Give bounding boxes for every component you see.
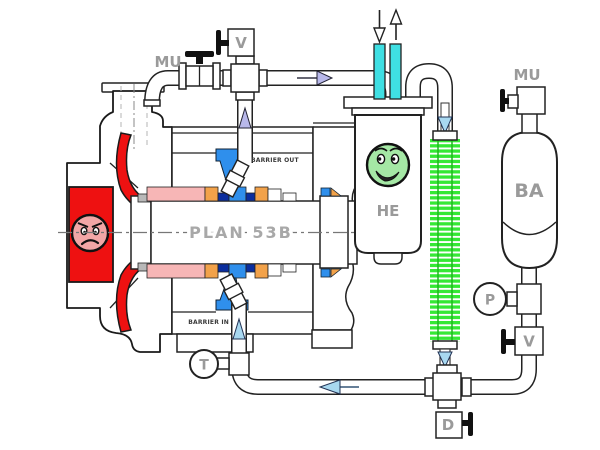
heat-exchanger-label: HE — [377, 202, 400, 220]
temperature-gauge: T — [189, 349, 219, 379]
he-top-flange — [343, 96, 433, 109]
heat-exchanger: HE — [343, 8, 453, 265]
fill-pipe-open-end — [143, 99, 161, 107]
bladder-accumulator: BA — [501, 130, 558, 270]
seal-cartridge — [137, 186, 297, 279]
flow-arrow-up-barrier-out-icon — [238, 106, 252, 129]
pump-assembly — [66, 82, 173, 353]
bladder-line — [502, 221, 557, 236]
plan-53b-label: PLAN 53B — [189, 223, 293, 242]
pump-casing — [66, 90, 173, 353]
bearing-foot — [311, 329, 353, 349]
pressure-gauge: P — [473, 282, 507, 316]
cooling-water-pipe-in — [373, 43, 386, 100]
barrier-in-label: BARRIER IN — [188, 319, 229, 326]
pressure-gauge-label: P — [485, 293, 495, 309]
drain-valve: D — [435, 411, 473, 439]
cooler-bottom-flange — [432, 340, 458, 350]
tubing-coupling — [224, 169, 246, 188]
valve-handle — [216, 30, 221, 55]
happy-face-icon — [365, 142, 411, 188]
accumulator-column: V P BA MU — [473, 66, 558, 356]
valve-stem — [196, 56, 203, 64]
makeup-top-label: MU — [154, 53, 181, 71]
cooling-water-in-arrow-icon — [372, 27, 387, 44]
accumulator-makeup-valve: MU — [500, 66, 546, 134]
accumulator-makeup-label: MU — [513, 66, 540, 84]
bearing-race — [330, 187, 343, 197]
flow-arrow-up-barrier-in-icon — [232, 317, 246, 340]
cooling-water-pipe-out — [389, 43, 402, 100]
valve-handle — [500, 89, 505, 112]
pipe-cross-bottom — [424, 364, 472, 409]
valve-stem — [504, 98, 509, 104]
he-flange-lip — [351, 107, 425, 116]
barrier-out-piping: BARRIER OUT — [220, 92, 299, 198]
bearing-race — [320, 187, 331, 197]
vent-valve-top: V — [216, 28, 255, 57]
vent-valve-label: V — [235, 34, 247, 52]
flow-arrow-down-cooler-icon — [437, 116, 453, 135]
bearing-race — [320, 268, 331, 278]
finned-cooler — [430, 130, 460, 369]
barrier-return-piping: BARRIER IN T — [188, 273, 537, 395]
pipe-cross-top — [222, 55, 268, 101]
valve-stem — [506, 339, 515, 345]
valve-handle — [468, 412, 473, 436]
cooler-top-flange — [432, 130, 458, 141]
cooling-water-out-arrow-icon — [389, 8, 403, 25]
valve-handle — [185, 51, 214, 57]
barrier-out-label: BARRIER OUT — [251, 157, 299, 164]
tubing-coupling — [223, 282, 244, 301]
tee-fitting — [516, 283, 542, 315]
accumulator-label: BA — [514, 180, 543, 202]
bearing-race — [330, 268, 343, 278]
isolation-valve-label: V — [523, 333, 535, 351]
drain-valve-label: D — [442, 416, 454, 434]
tee-fitting — [228, 352, 250, 376]
barrier-supply-top-piping: MU V — [143, 28, 401, 107]
makeup-valve-top — [178, 51, 221, 90]
temperature-gauge-label: T — [199, 358, 209, 374]
valve-stem — [462, 420, 468, 426]
gauge-stub — [506, 291, 518, 307]
flow-arrow-right-icon — [316, 70, 334, 86]
flow-arrow-down-to-cross-icon — [437, 351, 453, 369]
accumulator-isolation-valve: V — [501, 326, 544, 356]
valve-stem — [221, 40, 229, 46]
flow-arrow-left-return-icon — [318, 379, 341, 395]
valve-handle — [501, 329, 506, 354]
he-drain-nub — [373, 252, 403, 265]
